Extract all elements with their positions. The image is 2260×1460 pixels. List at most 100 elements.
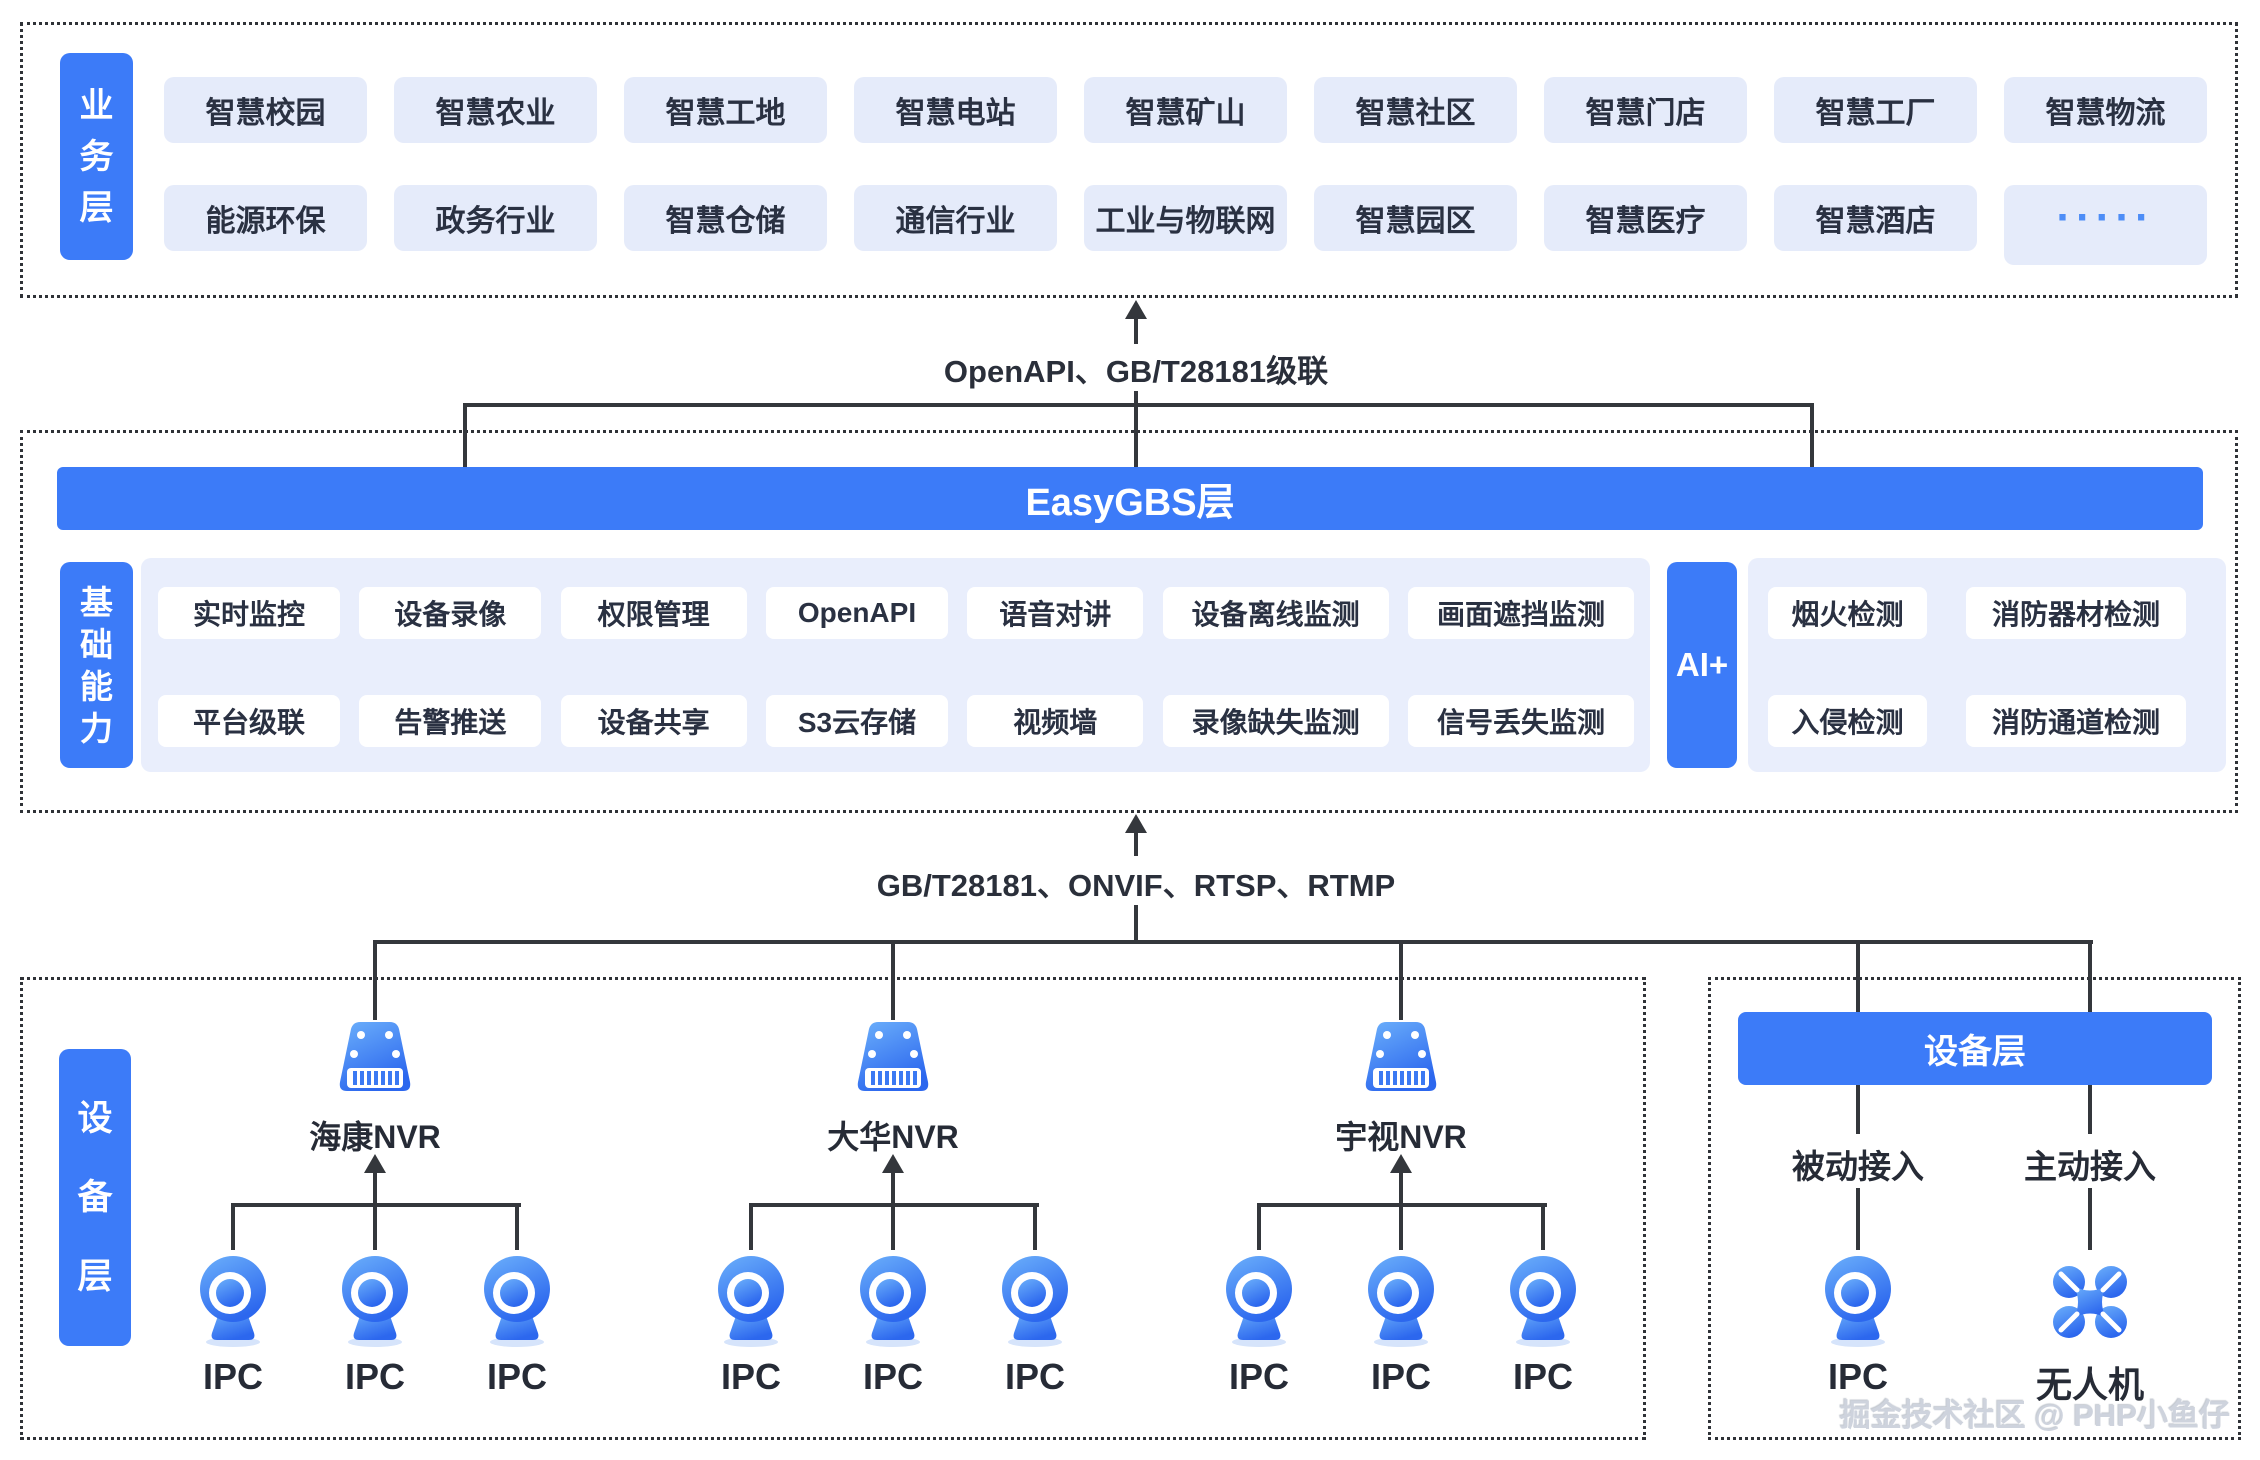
business-chip: 政务行业: [394, 185, 597, 251]
business-chip: 智慧物流: [2004, 77, 2207, 143]
arrow-up-icon: [1125, 300, 1147, 319]
capability-chip: 权限管理: [560, 587, 747, 639]
ipc-camera-icon: [1357, 1254, 1445, 1353]
business-chip: 智慧矿山: [1084, 77, 1287, 143]
ipc-camera-icon: [473, 1254, 561, 1353]
arrow-up-icon: [1125, 814, 1147, 833]
capability-chip: 录像缺失监测: [1162, 695, 1389, 747]
business-chip: 能源环保: [164, 185, 367, 251]
connector-line: [2088, 1085, 2092, 1134]
business-chip: 智慧社区: [1314, 77, 1517, 143]
ai-chip: 烟火检测: [1768, 587, 1927, 639]
connector-line: [233, 1203, 521, 1207]
capability-chip: OpenAPI: [765, 587, 948, 639]
connector-line: [1399, 1203, 1403, 1250]
connector-line: [373, 940, 377, 1020]
connector-line: [1856, 1182, 1860, 1250]
nvr-icon: [851, 1018, 935, 1103]
ipc-camera-icon: [849, 1254, 937, 1353]
ipc-label: IPC: [1228, 1356, 1290, 1397]
ipc-camera-icon: [991, 1254, 1079, 1353]
nvr-label: 宇视NVR: [1335, 1119, 1467, 1155]
ai-chip-row: 入侵检测消防通道检测: [1768, 695, 2186, 747]
connector-line: [1134, 832, 1138, 856]
access-mode-label: 主动接入: [2016, 1140, 2164, 1188]
connector-line: [463, 403, 1814, 407]
capability-chip: 平台级联: [158, 695, 340, 747]
connector-line: [2088, 1182, 2092, 1250]
connector-line: [1033, 1203, 1037, 1250]
business-chip: 智慧医疗: [1544, 185, 1747, 251]
nvr-label: 海康NVR: [309, 1119, 441, 1155]
connector-line: [1399, 1172, 1403, 1205]
ipc-label: IPC: [862, 1356, 924, 1397]
ipc-camera-icon: [1499, 1254, 1587, 1353]
ai-plus-bar: AI+: [1667, 562, 1737, 768]
business-layer-box: [20, 22, 2238, 298]
connector-line: [1856, 1085, 1860, 1134]
business-chip-row: 智慧校园智慧农业智慧工地智慧电站智慧矿山智慧社区智慧门店智慧工厂智慧物流: [164, 77, 2207, 143]
arrow-up-icon: [882, 1154, 904, 1173]
connector-line: [373, 1203, 377, 1250]
device-label: 无人机: [2035, 1364, 2145, 1405]
business-chip: 智慧园区: [1314, 185, 1517, 251]
connector-line: [1399, 940, 1403, 1020]
connector-line: [1856, 940, 1860, 1012]
connector-line: [463, 403, 467, 467]
arrow-up-icon: [1390, 1154, 1412, 1173]
nvr-label: 大华NVR: [827, 1119, 959, 1155]
capability-chip: 语音对讲: [967, 587, 1144, 639]
ipc-camera-icon: [1814, 1254, 1902, 1353]
ipc-label: IPC: [720, 1356, 782, 1397]
device-layer-right-header: 设备层: [1738, 1012, 2212, 1085]
watermark: 掘金技术社区 @ PHP小鱼仔: [1839, 1398, 2230, 1433]
capability-chip: 画面遮挡监测: [1407, 587, 1634, 639]
capability-chip: S3云存储: [765, 695, 948, 747]
business-chip: 智慧校园: [164, 77, 367, 143]
capability-layer-bar: 基础能力: [60, 562, 133, 768]
connector-line: [373, 1172, 377, 1205]
ipc-label: IPC: [1512, 1356, 1574, 1397]
business-chip: 通信行业: [854, 185, 1057, 251]
connector-bottom-label: GB/T28181、ONVIF、RTSP、RTMP: [866, 860, 1406, 905]
connector-line: [375, 940, 2093, 944]
business-chip: 智慧仓储: [624, 185, 827, 251]
arrow-up-icon: [364, 1154, 386, 1173]
ipc-camera-icon: [331, 1254, 419, 1353]
capability-chip: 设备录像: [359, 587, 542, 639]
ai-chip: 入侵检测: [1768, 695, 1927, 747]
business-layer-bar: 业务层: [60, 53, 133, 260]
connector-line: [231, 1203, 235, 1250]
business-chip-row: 能源环保政务行业智慧仓储通信行业工业与物联网智慧园区智慧医疗智慧酒店·····: [164, 185, 2207, 265]
device-layer-bar: 设备层: [59, 1049, 131, 1346]
connector-line: [749, 1203, 753, 1250]
connector-line: [1259, 1203, 1547, 1207]
ai-chip: 消防通道检测: [1966, 695, 2186, 747]
access-mode-label: 被动接入: [1784, 1140, 1932, 1188]
ipc-label: IPC: [1004, 1356, 1066, 1397]
business-chip: 工业与物联网: [1084, 185, 1287, 251]
business-chip: 智慧工地: [624, 77, 827, 143]
connector-line: [1134, 390, 1138, 467]
ipc-label: IPC: [344, 1356, 406, 1397]
nvr-icon: [333, 1018, 417, 1103]
connector-line: [1257, 1203, 1261, 1250]
ipc-label: IPC: [202, 1356, 264, 1397]
capability-chip: 视频墙: [967, 695, 1144, 747]
business-chip: 智慧电站: [854, 77, 1057, 143]
easygbs-bar: EasyGBS层: [57, 467, 2203, 530]
connector-line: [515, 1203, 519, 1250]
connector-line: [1541, 1203, 1545, 1250]
ai-chip: 消防器材检测: [1966, 587, 2186, 639]
connector-line: [1134, 902, 1138, 940]
business-chip: 智慧工厂: [1774, 77, 1977, 143]
connector-line: [751, 1203, 1039, 1207]
capability-chip: 设备共享: [560, 695, 747, 747]
business-chip: ·····: [2004, 185, 2207, 265]
ipc-camera-icon: [707, 1254, 795, 1353]
capability-chip: 告警推送: [359, 695, 542, 747]
ipc-label: IPC: [1370, 1356, 1432, 1397]
